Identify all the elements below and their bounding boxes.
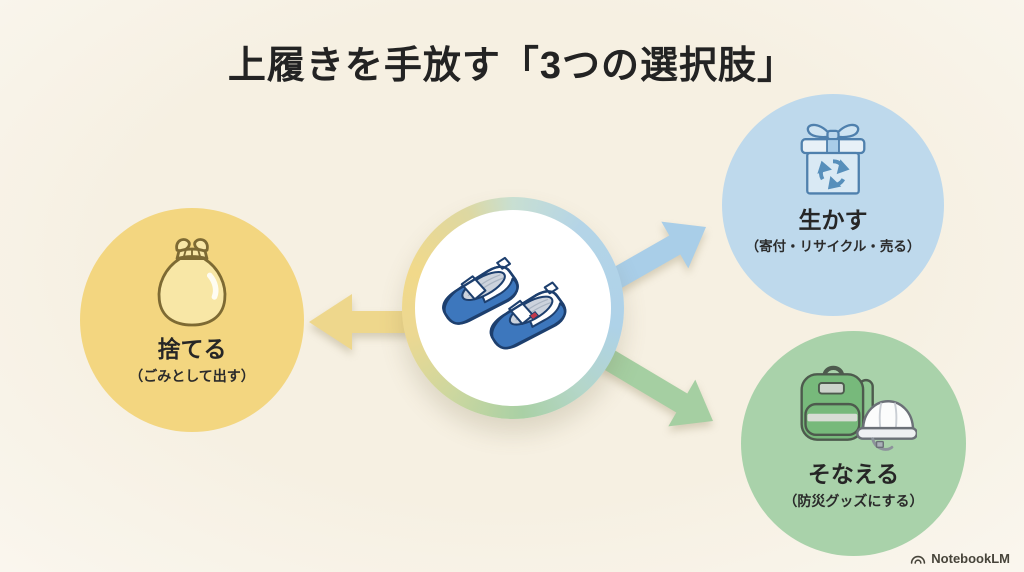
center-hub-inner (415, 210, 611, 406)
helmet-part (856, 400, 917, 451)
option-sublabel: （防災グッズにする） (783, 492, 924, 509)
option-label: 捨てる (157, 336, 227, 362)
option-prepare-circle: そなえる （防災グッズにする） (741, 331, 966, 556)
page-title: 上履きを手放す「3つの選択肢」 (227, 45, 797, 87)
notebooklm-logo-icon (911, 555, 926, 564)
gift-recycle-icon (800, 123, 866, 195)
option-label: そなえる (807, 461, 900, 487)
brand-footer: NotebookLM (910, 551, 1010, 566)
brand-name: NotebookLM (931, 551, 1010, 566)
option-label: 生かす (798, 207, 868, 233)
option-sublabel: （ごみとして出す） (129, 367, 255, 384)
indoor-shoes-icon (442, 256, 567, 349)
recycle-arrows-glyph (817, 159, 850, 190)
arrow-left (309, 294, 450, 350)
backpack-helmet-icon (800, 365, 917, 451)
option-discard-circle: 捨てる （ごみとして出す） (80, 208, 304, 432)
garbage-bag-icon (157, 238, 227, 327)
center-hub (402, 197, 624, 419)
option-utilize-circle: 生かす （寄付・リサイクル・売る） (722, 94, 944, 316)
option-sublabel: （寄付・リサイクル・売る） (745, 238, 921, 254)
